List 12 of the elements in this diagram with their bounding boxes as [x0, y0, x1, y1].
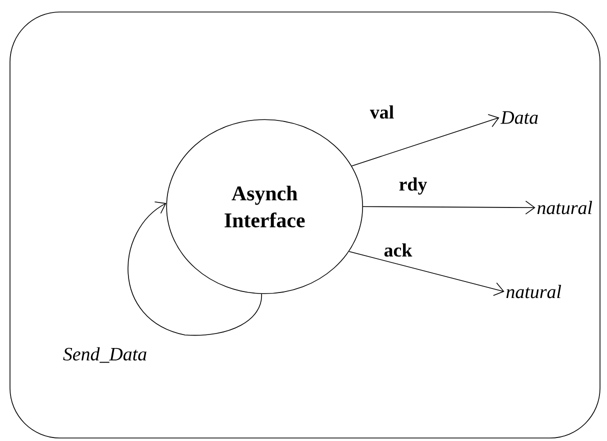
edge-label: val	[370, 105, 394, 119]
arrow	[362, 200, 536, 214]
arrow	[348, 251, 504, 296]
frame-box	[10, 12, 600, 438]
arrow	[128, 202, 262, 336]
edge-label: ack	[384, 243, 412, 257]
edge-label: Send_Data	[63, 347, 146, 363]
type-label: Data	[500, 111, 538, 124]
edge-label: rdy	[399, 177, 428, 195]
type-label: natural	[506, 284, 562, 298]
type-label: natural	[537, 200, 592, 214]
arrow	[351, 114, 500, 166]
